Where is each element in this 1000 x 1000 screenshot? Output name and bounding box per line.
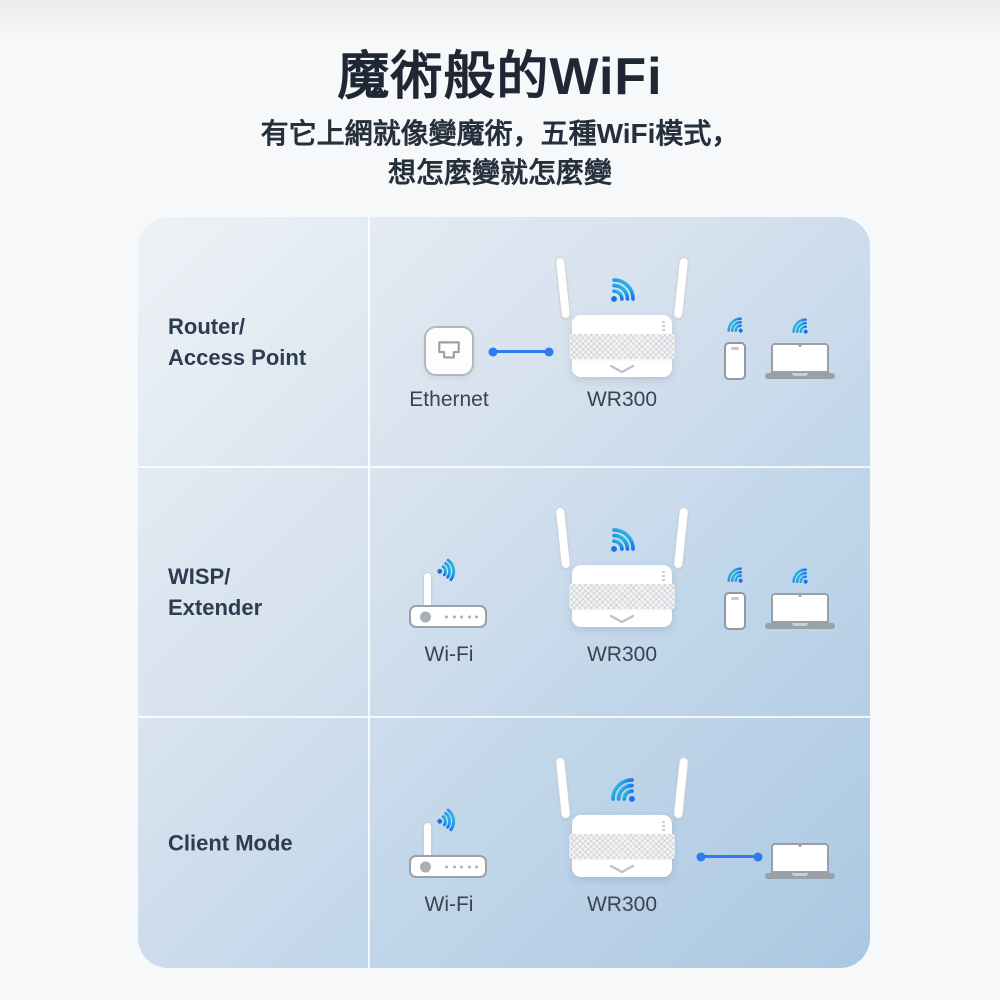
wr300-router (554, 504, 690, 634)
modem-status-dots (445, 865, 478, 868)
modem-body (409, 605, 487, 628)
laptop-camera-dot (798, 343, 802, 347)
laptop-camera-dot (798, 843, 802, 847)
wifi-waves-icon (437, 558, 456, 582)
page-title: 魔術般的WiFi (337, 48, 663, 106)
mode-label-line: WISP/ (168, 564, 231, 589)
phone-speaker (731, 347, 739, 350)
laptop-base (765, 623, 835, 629)
chevron-down-icon (609, 865, 635, 874)
antenna-right (672, 256, 690, 320)
mode-label-line: Extender (168, 595, 263, 620)
router-texture-band (569, 834, 675, 859)
router-caption: WR300 (586, 893, 658, 916)
router-body (569, 815, 675, 877)
wifi-signal-icon (792, 568, 808, 584)
laptop-base-notch (792, 623, 808, 626)
antenna-left (554, 756, 572, 820)
mode-label-line: Access Point (168, 345, 307, 370)
modem-body (409, 855, 487, 878)
wifi-signal-icon (792, 318, 808, 334)
modem-power-light (420, 861, 431, 872)
router-caption: WR300 (586, 388, 658, 411)
laptop-icon (765, 843, 835, 880)
router-body (569, 315, 675, 377)
source-caption: Wi-Fi (424, 893, 474, 916)
smartphone-icon (724, 342, 746, 380)
laptop-base-notch (792, 373, 808, 376)
antenna-left (554, 256, 572, 320)
mode-row-client-mode: Client Mode Wi-Fi (138, 717, 870, 968)
modem-status-dots (445, 615, 478, 618)
laptop-icon (765, 343, 835, 380)
wifi-modem-icon (409, 556, 489, 628)
client-phone (722, 313, 748, 380)
smartphone-icon (724, 592, 746, 630)
wired-connector (493, 350, 549, 353)
antenna-right (672, 756, 690, 820)
wifi-waves-icon (437, 808, 456, 832)
laptop-screen (771, 593, 829, 623)
brand-mark (662, 571, 665, 583)
wired-connector (701, 855, 758, 858)
chevron-down-icon (609, 615, 635, 624)
antenna-right (672, 506, 690, 570)
modem-power-light (420, 611, 431, 622)
wifi-modem-icon (409, 806, 489, 878)
brand-mark (662, 321, 665, 333)
chevron-down-icon (609, 365, 635, 374)
router-texture-band (569, 584, 675, 609)
wr300-router (554, 754, 690, 884)
rj45-port-icon (438, 341, 460, 359)
mode-row-router-access-point: Router/ Access Point Ethernet (138, 217, 870, 467)
laptop-base (765, 873, 835, 879)
source-caption: Ethernet (409, 388, 489, 411)
router-caption: WR300 (586, 643, 658, 666)
laptop-icon (765, 593, 835, 630)
subtitle-line-1: 有它上網就像變魔術，五種WiFi模式， (260, 118, 740, 149)
client-laptop (765, 564, 835, 629)
mode-label: WISP/ Extender (168, 561, 262, 623)
mode-label-line: Router/ (168, 314, 245, 339)
client-laptop (765, 314, 835, 379)
laptop-base-notch (792, 873, 808, 876)
client-phone (722, 563, 748, 630)
mode-row-wisp-extender: WISP/ Extender Wi-Fi (138, 467, 870, 717)
mode-label: Router/ Access Point (168, 311, 306, 373)
phone-speaker (731, 597, 739, 600)
antenna-left (554, 506, 572, 570)
laptop-camera-dot (798, 593, 802, 597)
row-divider-2 (138, 716, 870, 718)
page-subtitle: 有它上網就像變魔術，五種WiFi模式， 想怎麼變就怎麼變 (0, 114, 1000, 192)
wifi-signal-icon (611, 528, 635, 552)
laptop-screen (771, 843, 829, 873)
router-texture-band (569, 334, 675, 359)
wifi-signal-icon (611, 278, 635, 302)
laptop-base (765, 373, 835, 379)
router-body (569, 565, 675, 627)
wifi-signal-icon (727, 317, 743, 333)
column-divider (368, 217, 370, 968)
wifi-signal-icon (727, 567, 743, 583)
row-divider-1 (138, 466, 870, 468)
mode-label-line: Client Mode (168, 830, 293, 855)
subtitle-line-2: 想怎麼變就怎麼變 (387, 157, 612, 188)
brand-mark (662, 821, 665, 833)
wifi-signal-icon (611, 778, 635, 802)
ethernet-jack-icon (424, 326, 474, 376)
wr300-router (554, 254, 690, 384)
laptop-screen (771, 343, 829, 373)
mode-label: Client Mode (168, 827, 293, 858)
source-caption: Wi-Fi (424, 643, 474, 666)
wifi-modes-table: Router/ Access Point Ethernet (138, 217, 870, 968)
